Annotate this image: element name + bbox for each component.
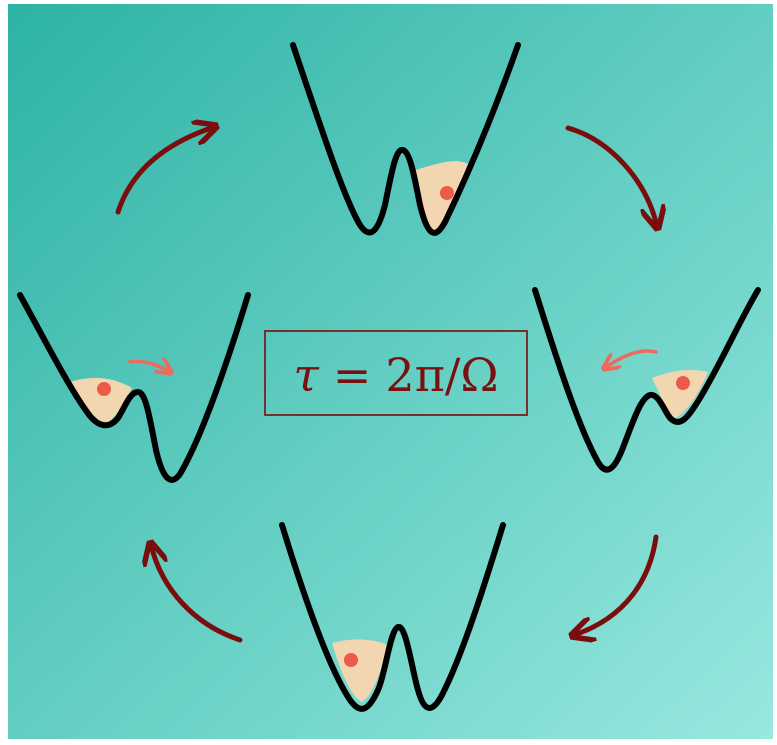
particle-bottom — [344, 653, 358, 667]
particle-left — [97, 382, 111, 396]
particle-top — [440, 186, 454, 200]
formula-rhs: 2π/Ω — [385, 348, 498, 402]
particle-right — [676, 376, 690, 390]
formula-lhs: τ — [293, 348, 320, 402]
formula-operator: = — [333, 348, 372, 402]
